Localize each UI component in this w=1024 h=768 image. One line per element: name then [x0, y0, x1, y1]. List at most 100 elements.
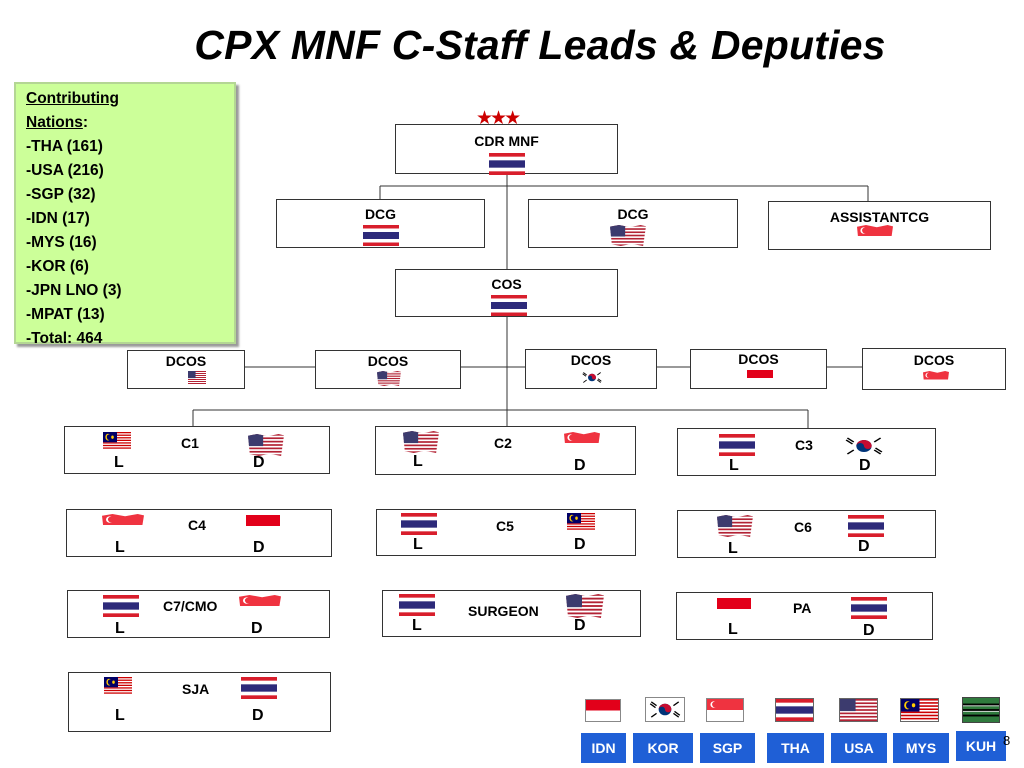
- key-usa-flag-icon: [839, 698, 878, 722]
- deputy-marker: D: [863, 622, 875, 639]
- thailand-flag-icon: [719, 434, 755, 456]
- c4-label: C4: [188, 517, 206, 533]
- usa-flag-icon: [377, 371, 401, 386]
- lead-marker: L: [115, 620, 125, 637]
- key-kuh-flag-icon: [962, 697, 1000, 723]
- dcos-label: DCOS: [367, 353, 409, 369]
- key-label-kuh: KUH: [956, 731, 1006, 761]
- nation-item: -IDN (17): [26, 210, 90, 227]
- nation-item: -THA (161): [26, 138, 103, 155]
- key-label-kor: KOR: [633, 733, 693, 763]
- indonesia-flag-icon: [717, 598, 751, 620]
- pa-label: PA: [793, 600, 812, 616]
- nation-item: -JPN LNO (3): [26, 282, 122, 299]
- dcos-box-3[interactable]: DCOS: [525, 349, 657, 389]
- singapore-flag-icon: [239, 595, 281, 617]
- c2-box[interactable]: C2 L D: [375, 426, 636, 475]
- key-thailand-flag-icon: [775, 698, 814, 722]
- c4-box[interactable]: C4 L D: [66, 509, 332, 557]
- korea-flag-icon: [580, 370, 604, 385]
- deputy-marker: D: [253, 539, 265, 556]
- key-label-tha: THA: [767, 733, 824, 763]
- c3-label: C3: [795, 437, 813, 453]
- nation-item: -SGP (32): [26, 186, 96, 203]
- lead-marker: L: [114, 454, 124, 471]
- key-malaysia-flag-icon: [900, 698, 939, 722]
- singapore-flag-icon: [857, 225, 893, 247]
- singapore-flag-icon: [102, 514, 144, 536]
- singapore-flag-icon: [564, 432, 600, 454]
- thailand-flag-icon: [851, 597, 887, 619]
- dcos-label: DCOS: [738, 351, 779, 367]
- c7-cmo-label: C7/CMO: [163, 598, 218, 614]
- thailand-flag-icon: [848, 515, 884, 537]
- sja-box[interactable]: SJA L D: [68, 672, 331, 732]
- lead-marker: L: [115, 539, 125, 556]
- nations-heading-2: Nations: [26, 114, 83, 131]
- dcg-label: DCG: [364, 206, 397, 222]
- key-label-usa: USA: [831, 733, 887, 763]
- lead-marker: L: [115, 707, 125, 724]
- page-number: 8: [1003, 733, 1011, 748]
- pa-box[interactable]: PA L D: [676, 592, 933, 640]
- cos-box[interactable]: COS: [395, 269, 618, 317]
- indonesia-flag-icon: [246, 515, 280, 537]
- lead-marker: L: [412, 617, 422, 634]
- dcg-label: DCG: [617, 206, 649, 222]
- nation-item: -KOR (6): [26, 258, 89, 275]
- deputy-marker: D: [574, 457, 586, 474]
- dcos-label: DCOS: [570, 352, 612, 368]
- c3-box[interactable]: C3 L D: [677, 428, 936, 476]
- contributing-nations-panel: Contributing Nations: -THA (161) -USA (2…: [14, 82, 236, 347]
- dcg-box-2[interactable]: DCG: [528, 199, 738, 248]
- nations-heading: Contributing: [26, 90, 119, 107]
- c5-box[interactable]: C5 L D: [376, 509, 636, 556]
- korea-flag-icon: [841, 434, 887, 458]
- lead-marker: L: [729, 457, 739, 474]
- malaysia-flag-icon: [104, 677, 132, 695]
- usa-flag-icon: [248, 434, 284, 456]
- key-korea-flag-icon: [645, 697, 685, 722]
- dcos-label: DCOS: [913, 352, 955, 368]
- page-title: CPX MNF C-Staff Leads & Deputies: [194, 22, 886, 68]
- thailand-flag-icon: [491, 295, 527, 316]
- c2-label: C2: [494, 435, 512, 451]
- rank-stars-icon: ★★★: [476, 108, 521, 129]
- lead-marker: L: [728, 621, 738, 638]
- usa-flag-icon: [188, 371, 206, 384]
- thailand-flag-icon: [363, 225, 399, 246]
- dcos-box-5[interactable]: DCOS: [862, 348, 1006, 390]
- lead-marker: L: [728, 540, 738, 557]
- deputy-marker: D: [252, 707, 264, 724]
- assistantcg-box[interactable]: ASSISTANTCG: [768, 201, 991, 250]
- nation-total: -Total: 464: [26, 330, 103, 347]
- nation-item: -MPAT (13): [26, 306, 105, 323]
- nation-item: -MYS (16): [26, 234, 97, 251]
- c1-box[interactable]: C1 L D: [64, 426, 330, 474]
- indonesia-flag-icon: [747, 370, 773, 386]
- usa-flag-icon: [566, 594, 604, 618]
- lead-marker: L: [413, 536, 423, 553]
- key-indonesia-flag-icon: [585, 699, 621, 722]
- dcg-box-1[interactable]: DCG: [276, 199, 485, 248]
- c6-label: C6: [794, 519, 812, 535]
- singapore-flag-icon: [923, 371, 949, 388]
- cdr-mnf-box[interactable]: CDR MNF: [395, 124, 618, 175]
- surgeon-box[interactable]: SURGEON L D: [382, 590, 641, 637]
- sja-label: SJA: [182, 681, 210, 697]
- nation-item: -USA (216): [26, 162, 104, 179]
- c6-box[interactable]: C6 L D: [677, 510, 936, 558]
- key-label-mys: MYS: [893, 733, 949, 763]
- thailand-flag-icon: [401, 513, 437, 535]
- dcos-box-2[interactable]: DCOS: [315, 350, 461, 389]
- dcos-box-1[interactable]: DCOS: [127, 350, 245, 389]
- c7-cmo-box[interactable]: C7/CMO L D: [67, 590, 330, 638]
- dcos-box-4[interactable]: DCOS: [690, 349, 827, 389]
- key-label-idn: IDN: [581, 733, 626, 763]
- key-singapore-flag-icon: [706, 698, 744, 722]
- thailand-flag-icon: [241, 677, 277, 699]
- usa-flag-icon: [717, 515, 753, 537]
- deputy-marker: D: [574, 617, 586, 634]
- key-label-sgp: SGP: [700, 733, 755, 763]
- deputy-marker: D: [574, 536, 586, 553]
